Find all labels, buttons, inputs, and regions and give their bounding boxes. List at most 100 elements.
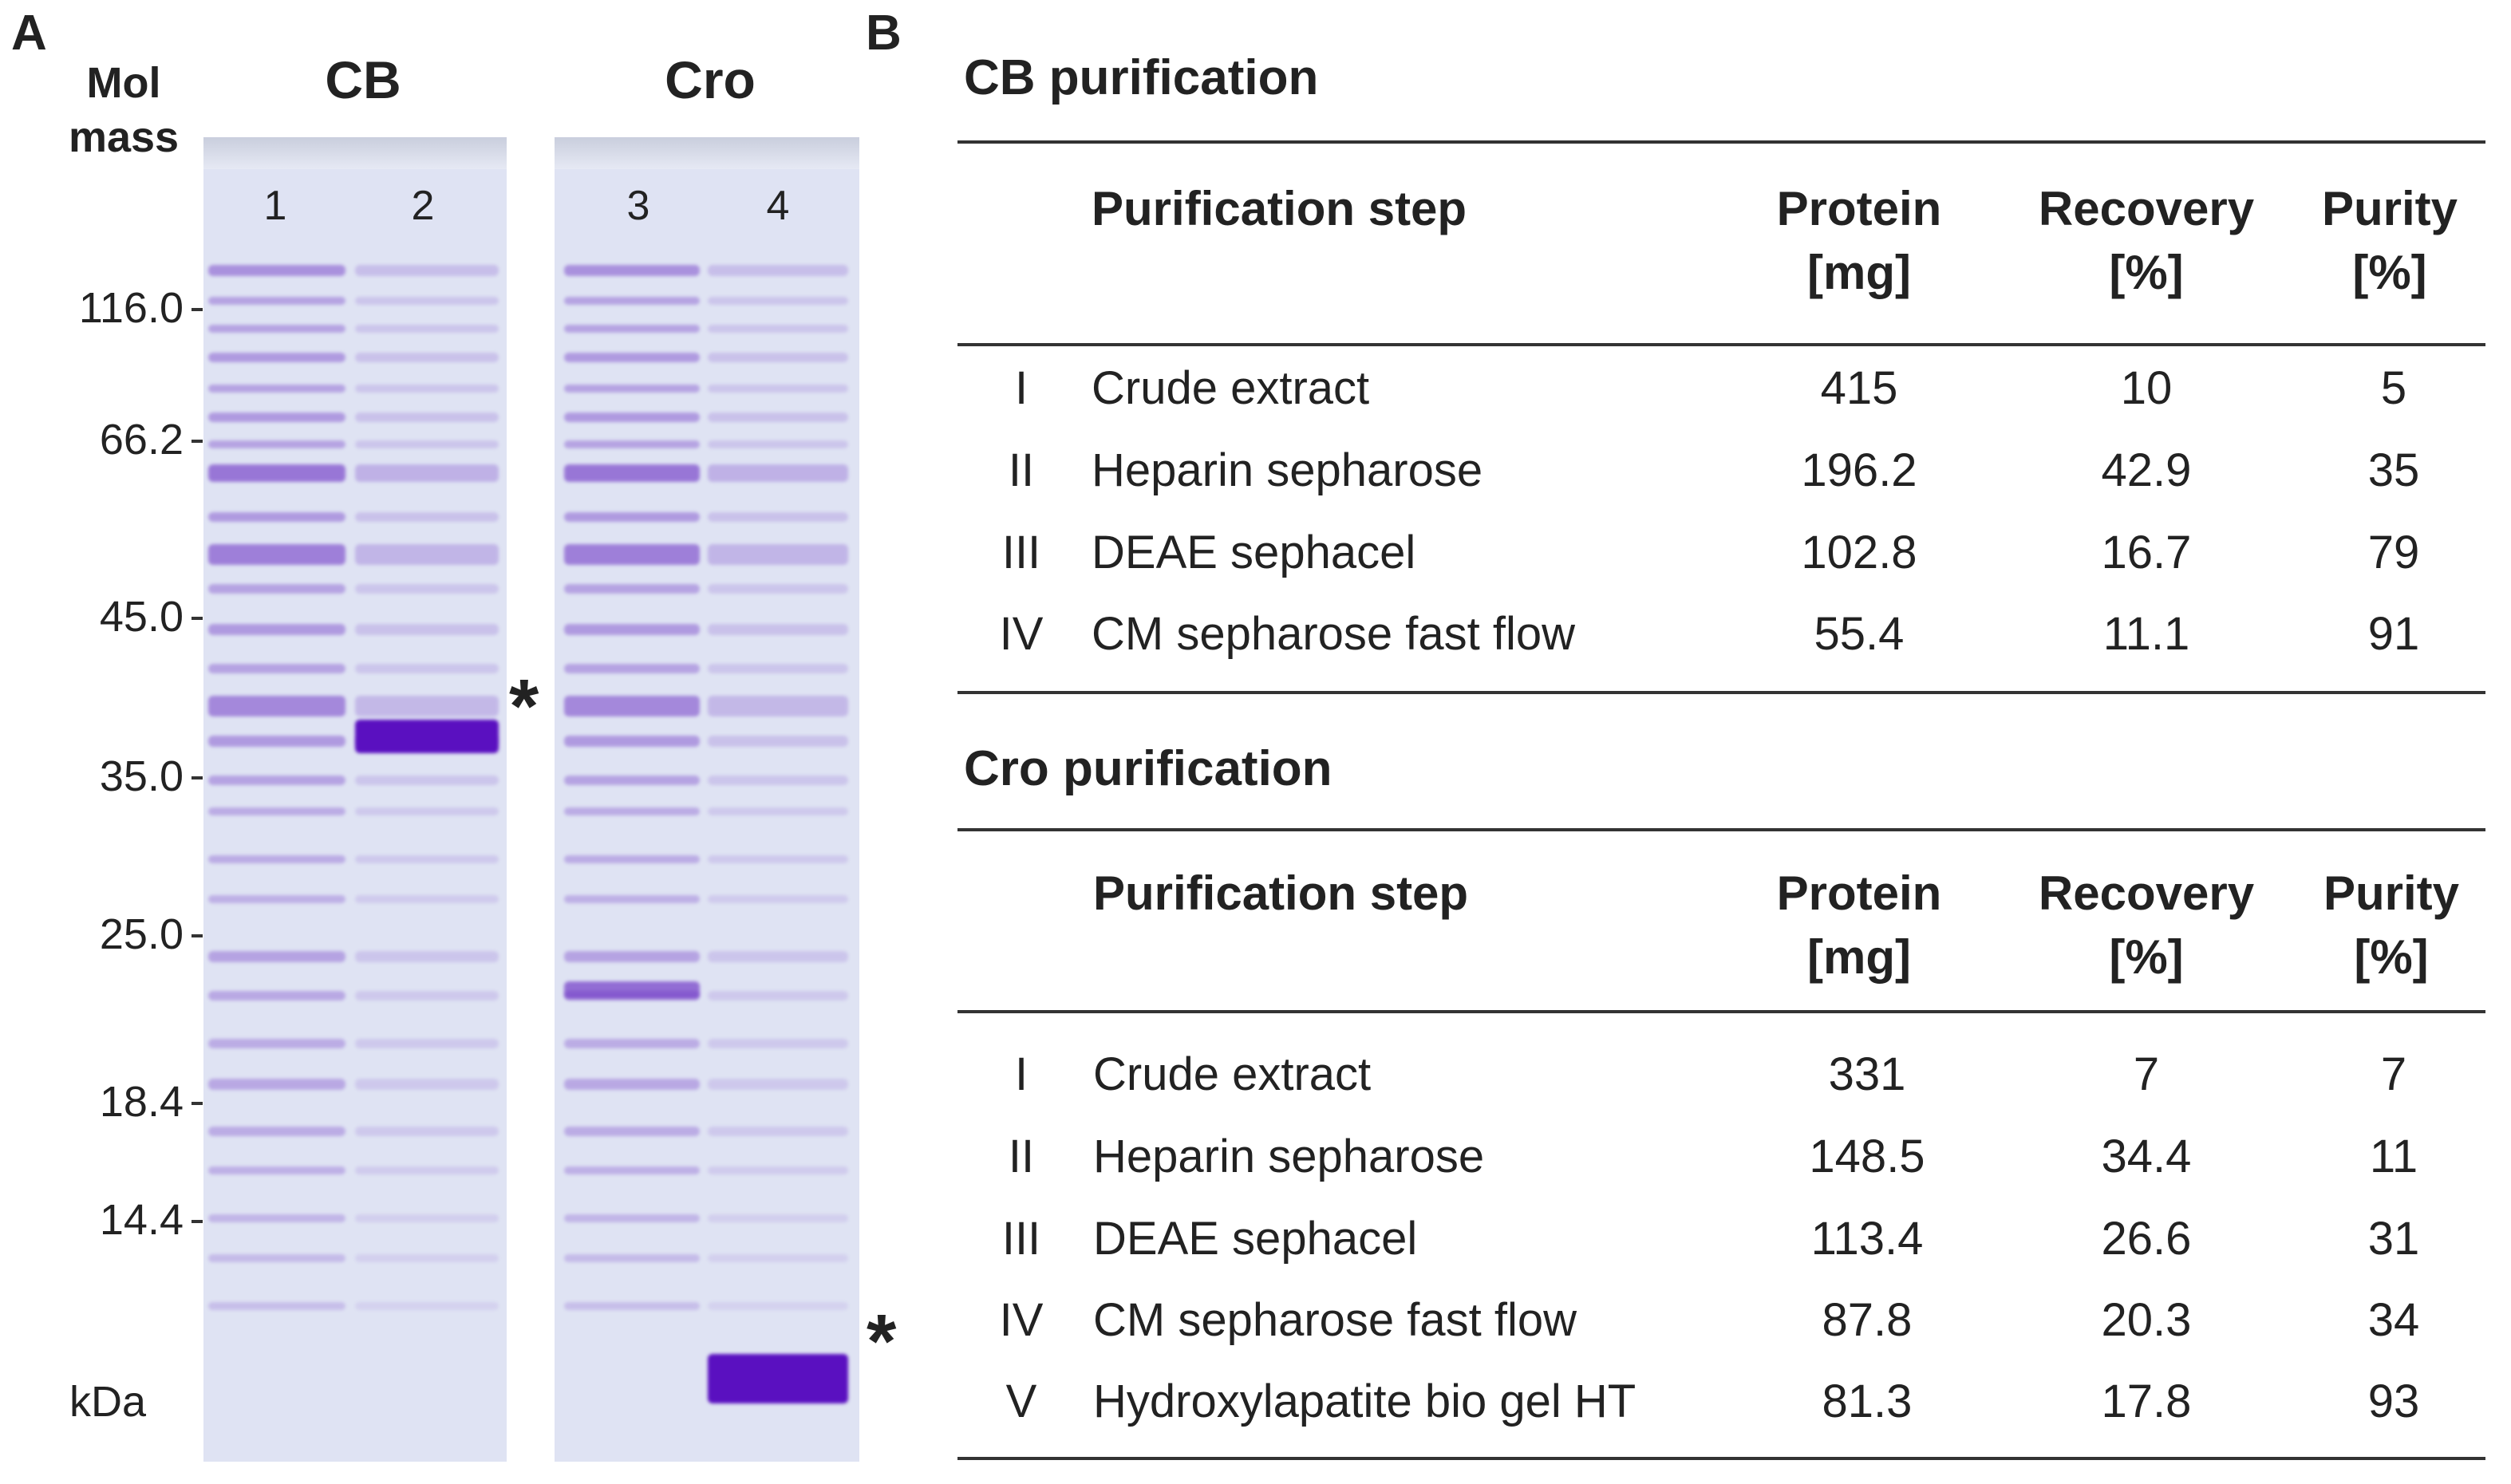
gel-band — [208, 1127, 345, 1136]
row-step: Hydroxylapatite bio gel HT — [1093, 1375, 1636, 1427]
row-purity: 5 — [2380, 362, 2407, 414]
gel-band — [564, 1254, 700, 1262]
row-protein: 55.4 — [1814, 608, 1905, 660]
row-step: DEAE sephacel — [1092, 527, 1416, 578]
row-step: CM sepharose fast flow — [1092, 608, 1576, 660]
header-recovery-unit: [%] — [2109, 246, 2184, 299]
gel-band — [708, 297, 848, 305]
table-rule — [957, 1457, 2485, 1460]
row-recovery: 16.7 — [2101, 527, 2192, 578]
gel-band — [708, 584, 848, 594]
gel-lane-1 — [208, 249, 345, 1406]
gel-band — [355, 664, 499, 673]
header-purity-unit: [%] — [2352, 246, 2427, 299]
row-step: DEAE sephacel — [1093, 1213, 1418, 1265]
gel-band — [355, 385, 499, 393]
header-protein-name: Protein — [1776, 866, 1942, 920]
header-recovery: Recovery [%] — [1995, 177, 2298, 305]
gel-band — [564, 981, 700, 999]
gel-band — [355, 265, 499, 276]
gel-band — [208, 385, 345, 393]
gel-band — [564, 412, 700, 422]
row-purity: 79 — [2367, 527, 2420, 578]
gel-band — [564, 353, 700, 362]
gel-band — [708, 512, 848, 522]
mol-mass-label: Mol mass — [48, 56, 199, 164]
row-num: II — [1008, 444, 1035, 496]
gel-band — [564, 464, 700, 482]
row-recovery: 11.1 — [2102, 608, 2190, 660]
gel-band — [208, 736, 345, 747]
gel-band — [208, 512, 345, 522]
header-recovery: Recovery [%] — [1995, 862, 2298, 989]
gel-band — [708, 1166, 848, 1174]
gel-lane-4 — [708, 249, 848, 1406]
table-rule — [957, 828, 2485, 831]
gel-band — [708, 991, 848, 1001]
group-label-cb: CB — [325, 50, 401, 109]
gel-band — [708, 664, 848, 673]
row-protein: 196.2 — [1801, 444, 1917, 496]
gel-band — [708, 855, 848, 863]
gel-band — [708, 265, 848, 276]
row-step: Heparin sepharose — [1093, 1131, 1485, 1182]
overexpressed-band-marker-cb: * — [509, 664, 539, 749]
header-protein-unit: [mg] — [1807, 930, 1911, 984]
gel-band — [564, 776, 700, 785]
gel-band — [208, 895, 345, 903]
row-num: I — [1014, 362, 1028, 414]
gel-band — [355, 1166, 499, 1174]
gel-band — [208, 265, 345, 276]
gel-band — [564, 951, 700, 962]
gel-band — [708, 385, 848, 393]
row-purity: 11 — [2369, 1131, 2418, 1182]
row-recovery: 10 — [2120, 362, 2173, 414]
row-step: Crude extract — [1092, 362, 1370, 414]
gel-band — [208, 951, 345, 962]
gel-band — [564, 895, 700, 903]
table-rule — [957, 1010, 2485, 1013]
gel-band — [564, 855, 700, 863]
gel-band — [708, 325, 848, 333]
gel-band — [208, 1302, 345, 1310]
header-step: Purification step — [1092, 182, 1467, 235]
gel-band — [708, 440, 848, 448]
gel-band — [564, 584, 700, 594]
row-purity: 35 — [2367, 444, 2420, 496]
gel-band — [708, 353, 848, 362]
gel-band — [564, 1079, 700, 1090]
marker-label: 14.4 — [99, 1196, 184, 1244]
gel-band — [208, 696, 345, 716]
gel-band — [355, 353, 499, 362]
gel-band — [355, 807, 499, 815]
gel-band — [355, 412, 499, 422]
gel-band — [208, 1254, 345, 1262]
gel-band — [708, 464, 848, 482]
gel-band — [208, 464, 345, 482]
gel-band — [708, 1039, 848, 1048]
gel-band — [355, 1039, 499, 1048]
row-recovery: 26.6 — [2101, 1213, 2192, 1265]
gel-band — [208, 1079, 345, 1090]
header-protein: Protein [mg] — [1739, 177, 1979, 305]
row-step: Crude extract — [1093, 1048, 1372, 1100]
gel-band — [208, 991, 345, 1001]
gel-band — [564, 1039, 700, 1048]
row-step: Heparin sepharose — [1092, 444, 1483, 496]
gel-band — [208, 855, 345, 863]
gel-band — [355, 1302, 499, 1310]
marker-tick — [191, 1220, 203, 1223]
gel-cro — [555, 137, 859, 1462]
gel-band — [708, 951, 848, 962]
gel-band — [708, 1302, 848, 1310]
gel-band — [355, 297, 499, 305]
header-recovery-name: Recovery — [2038, 866, 2255, 920]
gel-band — [564, 297, 700, 305]
gel-band — [564, 624, 700, 635]
gel-band — [208, 440, 345, 448]
row-purity: 31 — [2367, 1213, 2420, 1265]
row-purity: 93 — [2367, 1375, 2420, 1427]
gel-band — [208, 584, 345, 594]
gel-band — [208, 325, 345, 333]
gel-band — [208, 297, 345, 305]
